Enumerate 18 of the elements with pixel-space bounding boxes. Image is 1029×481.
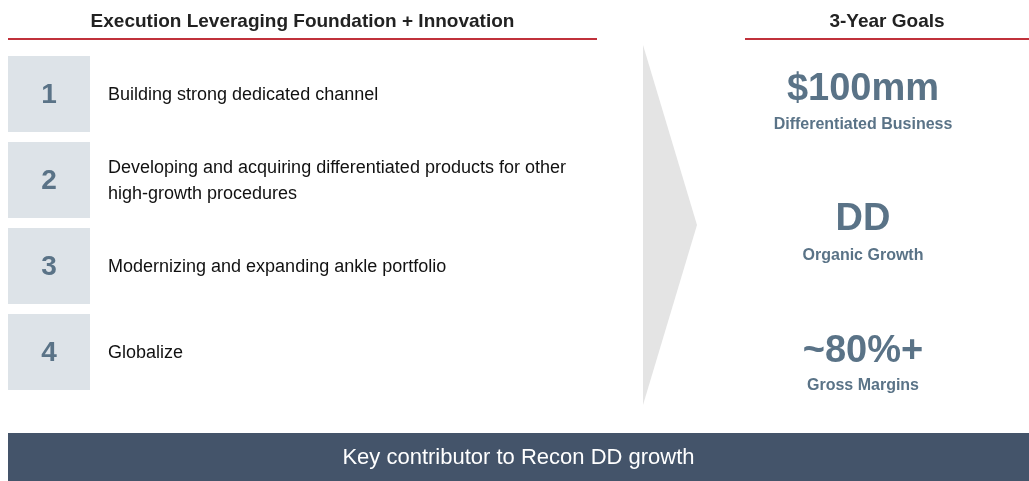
item-description: Modernizing and expanding ankle portfolio: [108, 255, 447, 278]
summary-banner: Key contributor to Recon DD growth: [8, 433, 1029, 481]
chevron-arrow: [643, 45, 697, 405]
goal-caption: Differentiated Business: [773, 115, 953, 132]
goal-caption: Organic Growth: [802, 246, 924, 263]
goal-value: $100mm: [786, 66, 940, 108]
goal-value: DD: [835, 196, 891, 238]
number-box: 4: [8, 314, 90, 390]
item-description: Globalize: [108, 341, 184, 364]
section-heading: 3-Year Goals: [745, 8, 1029, 40]
number-box: 1: [8, 56, 90, 132]
goal-caption: Gross Margins: [807, 376, 919, 393]
item-description: Building strong dedicated channel: [108, 83, 379, 106]
goal-value: ~80%+: [802, 328, 924, 370]
number-box: 2: [8, 142, 90, 218]
item-description: Developing and acquiring differentiated products for other high-growth procedures: [108, 156, 567, 205]
section-heading: Execution Leveraging Foundation + Innovation: [8, 8, 597, 40]
number-box: 3: [8, 228, 90, 304]
